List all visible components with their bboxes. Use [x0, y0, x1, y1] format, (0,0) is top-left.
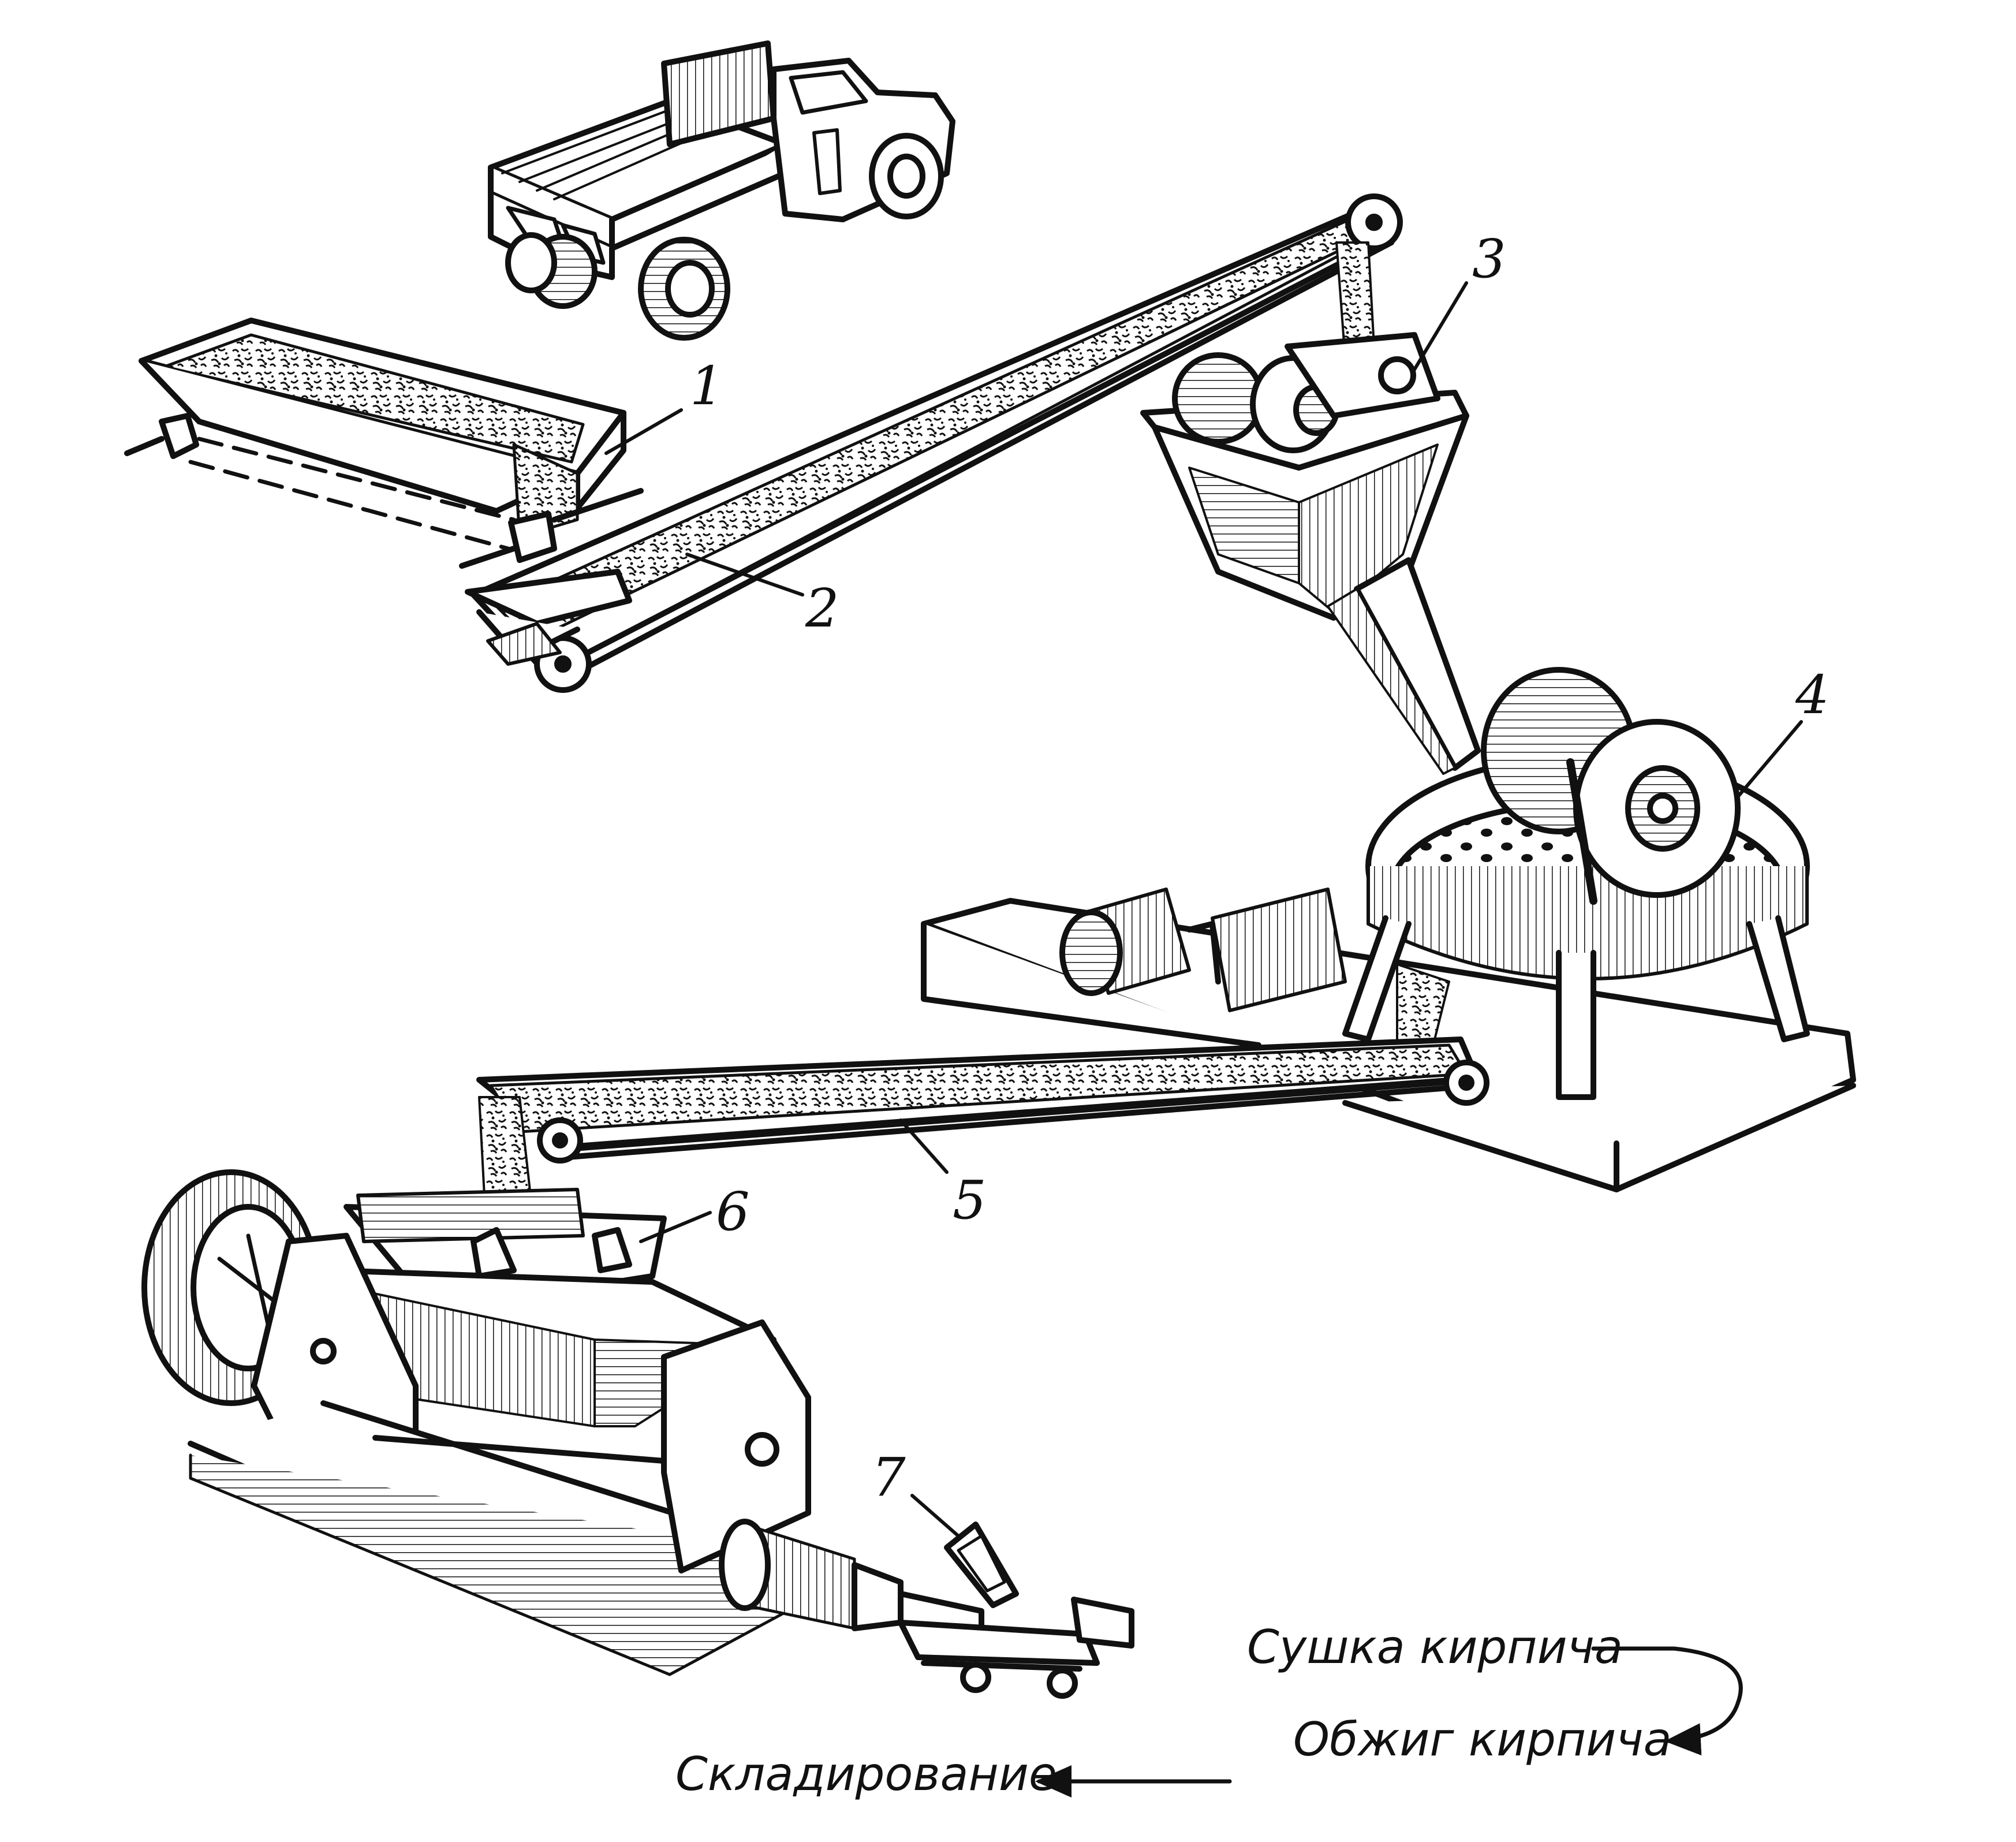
label-1: 1	[690, 355, 724, 417]
label-5: 5	[953, 1169, 987, 1231]
horizontal-conveyor	[476, 1036, 1489, 1208]
dump-truck	[488, 40, 955, 341]
flow-firing: Обжиг кирпича	[1293, 1713, 1672, 1766]
flow-storage: Складирование	[675, 1747, 1057, 1801]
label-2: 2	[805, 577, 839, 639]
box-feeder	[124, 318, 644, 569]
pug-mill-mixer	[141, 1169, 984, 1676]
label-7: 7	[872, 1446, 906, 1508]
flow-arrows	[1035, 1646, 1743, 1798]
label-3: 3	[1472, 228, 1506, 290]
flow-drying: Сушка кирпича	[1247, 1620, 1623, 1674]
inclined-conveyor	[465, 193, 1403, 693]
cutting-table	[898, 1522, 1134, 1699]
leader-lines	[604, 281, 1803, 1538]
label-4: 4	[1795, 664, 1830, 726]
crusher	[1140, 332, 1481, 775]
label-6: 6	[716, 1181, 750, 1243]
